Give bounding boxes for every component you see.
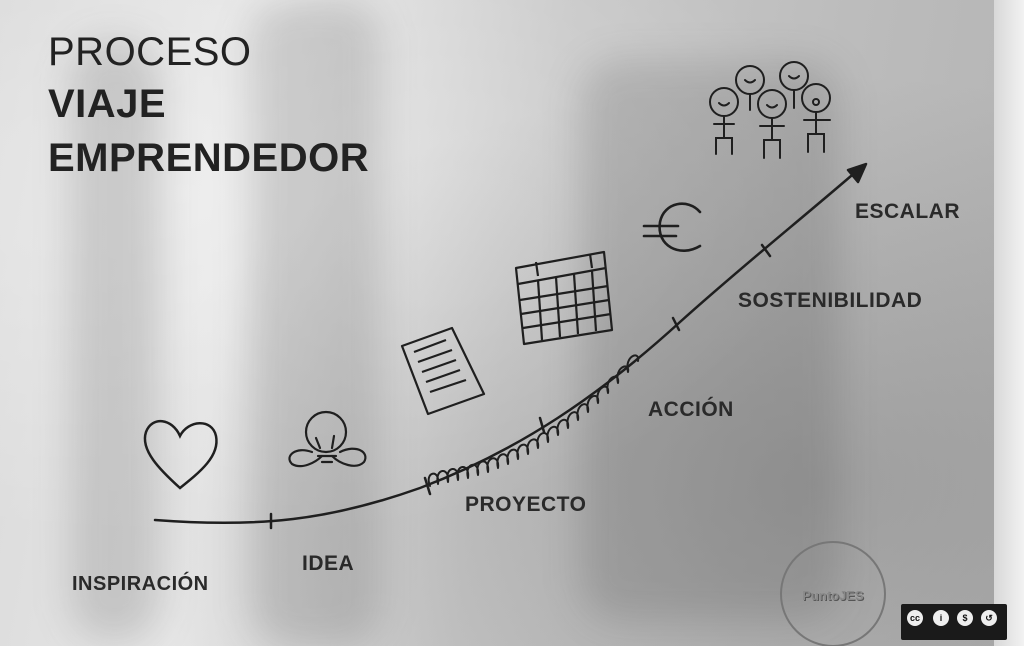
lightbulb-icon xyxy=(288,410,367,468)
stage-label-accion: ACCIÓN xyxy=(648,398,734,421)
stage-divider-2 xyxy=(423,476,432,496)
stage-divider-3 xyxy=(538,416,546,434)
stage-divider-4 xyxy=(671,316,681,332)
nc-icon: $ xyxy=(957,610,973,626)
stage-label-inspiracion: INSPIRACIÓN xyxy=(72,573,209,595)
arrow-head xyxy=(846,162,868,184)
journey-curve xyxy=(153,168,860,525)
title-viaje: VIAJE xyxy=(48,82,167,126)
stage-divider-5 xyxy=(760,243,772,258)
by-icon: i xyxy=(933,610,949,626)
stage-label-sostenibilidad: SOSTENIBILIDAD xyxy=(738,289,923,312)
creative-commons-badge: cc i $ ↺ xyxy=(901,604,1007,640)
heart-icon xyxy=(143,420,218,490)
stage-label-proyecto: PROYECTO xyxy=(465,493,587,516)
people-group-icon xyxy=(709,61,831,159)
title-emprendedor: EMPRENDEDOR xyxy=(48,136,370,180)
stage-label-escalar: ESCALAR xyxy=(855,200,961,223)
cc-icon: cc xyxy=(907,610,923,626)
logo-text: PuntoJES xyxy=(802,588,864,603)
coil-scribble xyxy=(427,354,640,487)
sa-icon: ↺ xyxy=(981,610,997,626)
title-proceso: PROCESO xyxy=(48,30,252,74)
document-icon xyxy=(400,326,486,416)
puntojes-logo: PuntoJES xyxy=(780,541,886,646)
calendar-icon xyxy=(514,250,614,346)
stage-label-idea: IDEA xyxy=(302,552,355,575)
euro-icon xyxy=(642,202,702,252)
